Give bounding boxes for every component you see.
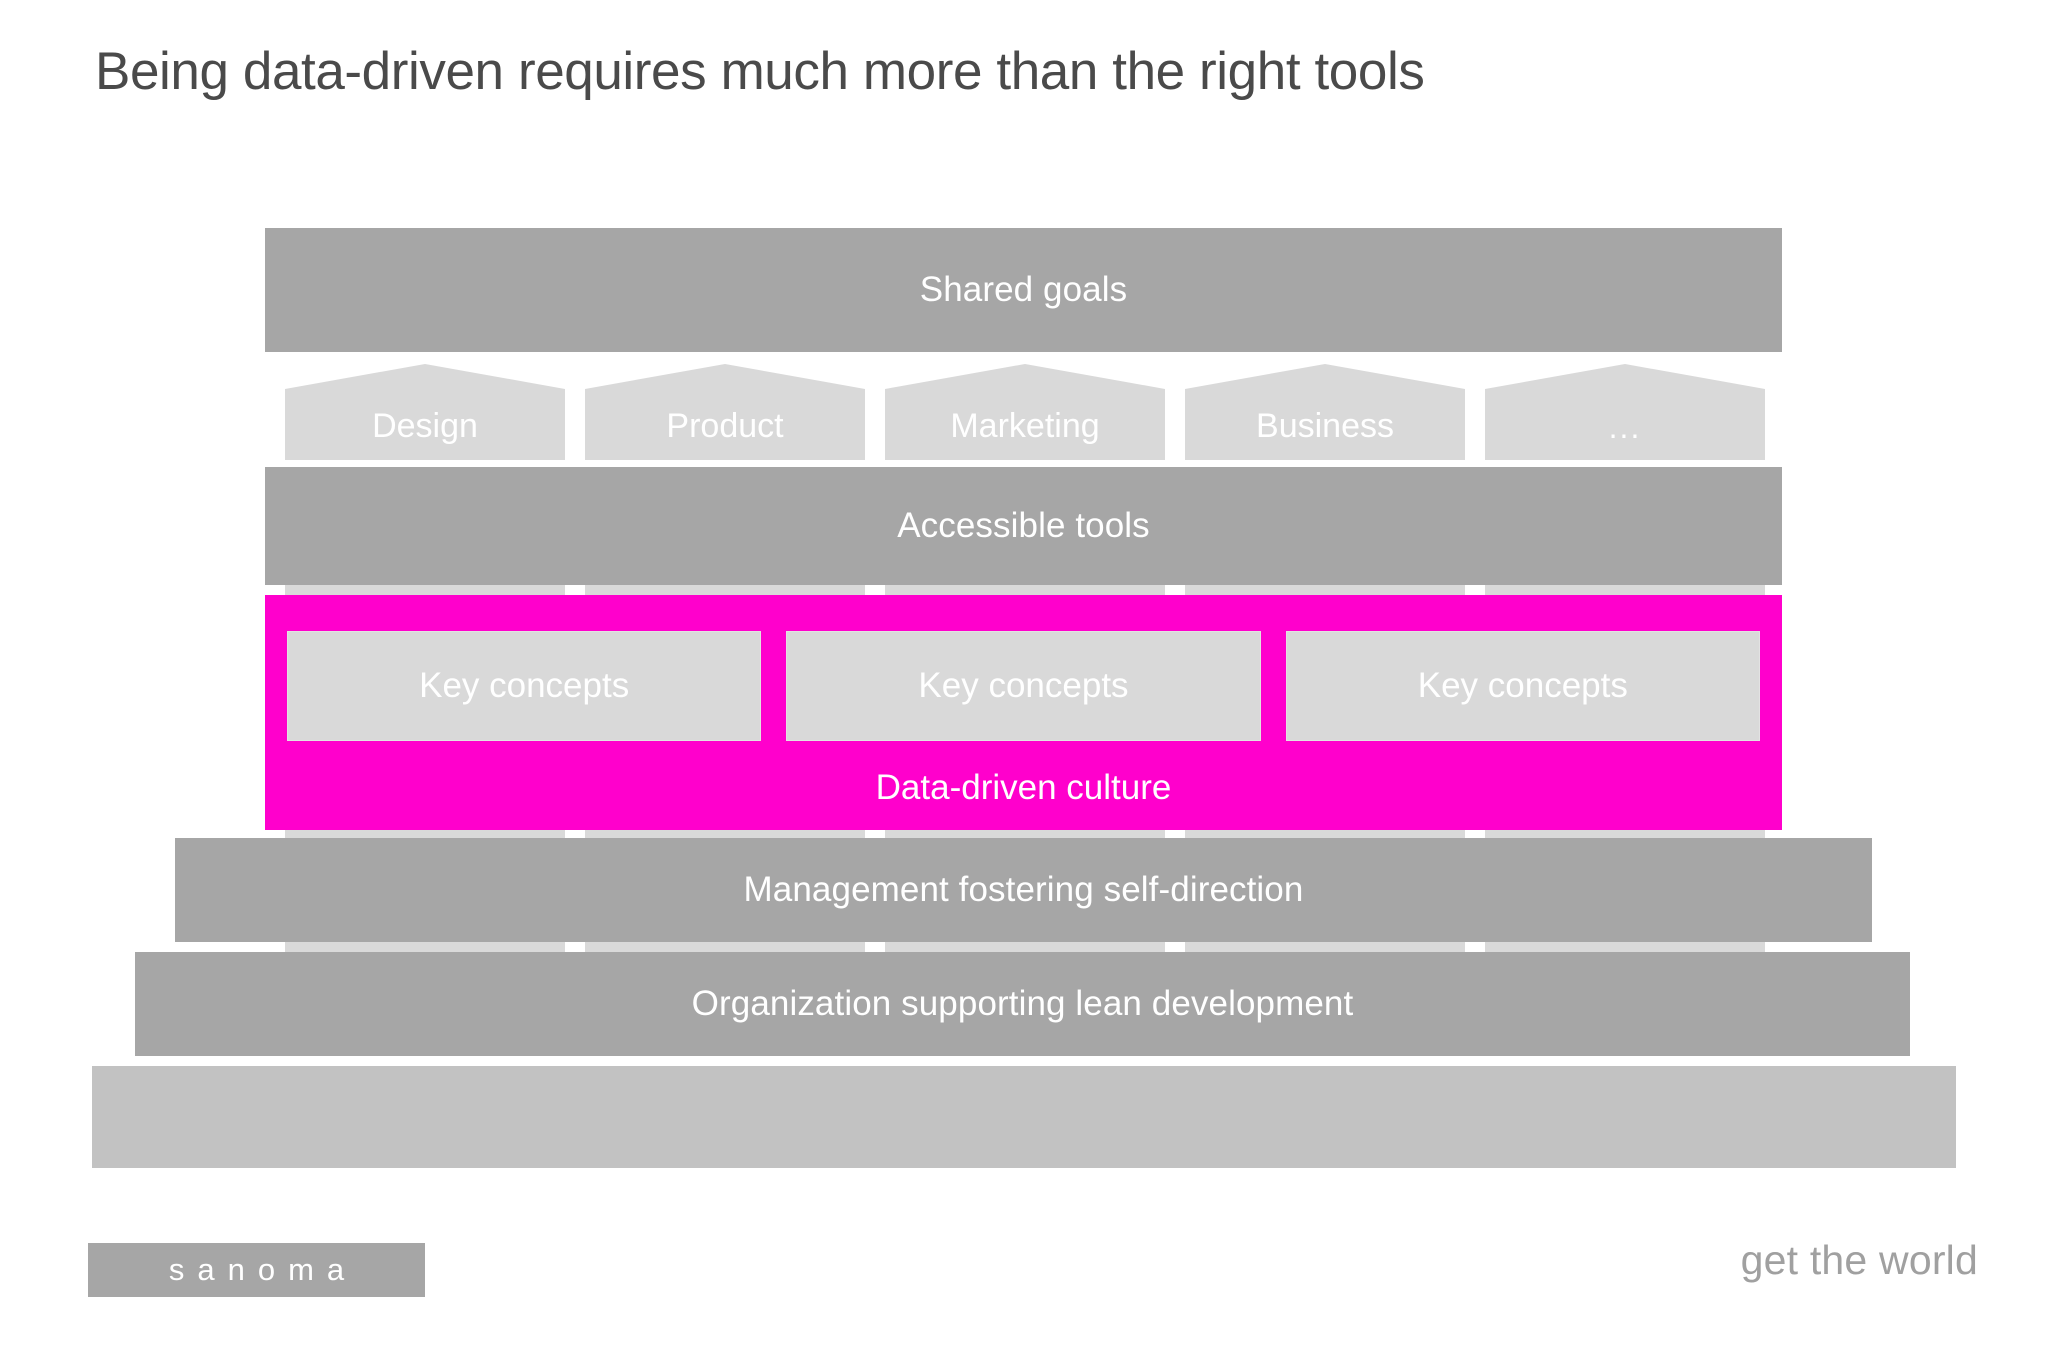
pillar-more[interactable]: ... [1485, 364, 1765, 460]
pillar-row: Design Product Marketing Business ... [285, 364, 1765, 460]
key-concepts-row: Key concepts Key concepts Key concepts [287, 631, 1760, 741]
layer-label: Management fostering self-direction [743, 870, 1304, 909]
key-concept-box[interactable]: Key concepts [1285, 631, 1760, 741]
layer-management[interactable]: Management fostering self-direction [175, 838, 1872, 942]
layer-label: Accessible tools [897, 506, 1150, 545]
pillar-business[interactable]: Business [1185, 364, 1465, 460]
pillar-label: Marketing [950, 407, 1100, 445]
pillar-product[interactable]: Product [585, 364, 865, 460]
key-concept-label: Key concepts [419, 666, 630, 705]
pillar-label: Business [1256, 407, 1394, 445]
pillar-marketing[interactable]: Marketing [885, 364, 1165, 460]
pillar-design[interactable]: Design [285, 364, 565, 460]
layer-label: Shared goals [919, 270, 1128, 309]
layer-label: Data-driven culture [875, 768, 1172, 807]
pillar-label: Product [666, 407, 784, 445]
key-concept-box[interactable]: Key concepts [786, 631, 1261, 741]
page-title: Being data-driven requires much more tha… [95, 42, 1425, 101]
pillar-label: ... [1608, 409, 1642, 445]
layer-data-driven-culture[interactable]: Key concepts Key concepts Key concepts D… [265, 595, 1782, 830]
layer-accessible-tools[interactable]: Accessible tools [265, 467, 1782, 585]
layer-label: Organization supporting lean development [691, 984, 1354, 1023]
layer-organization[interactable]: Organization supporting lean development [135, 952, 1910, 1056]
layer-shared-goals[interactable]: Shared goals [265, 228, 1782, 352]
key-concept-label: Key concepts [1417, 666, 1628, 705]
sanoma-logo: sanoma [88, 1243, 425, 1297]
layer-base[interactable] [92, 1066, 1956, 1168]
pillar-label: Design [372, 407, 478, 445]
tagline: get the world [1740, 1237, 1978, 1283]
key-concept-label: Key concepts [918, 666, 1129, 705]
logo-text: sanoma [168, 1252, 358, 1287]
key-concept-box[interactable]: Key concepts [287, 631, 762, 741]
